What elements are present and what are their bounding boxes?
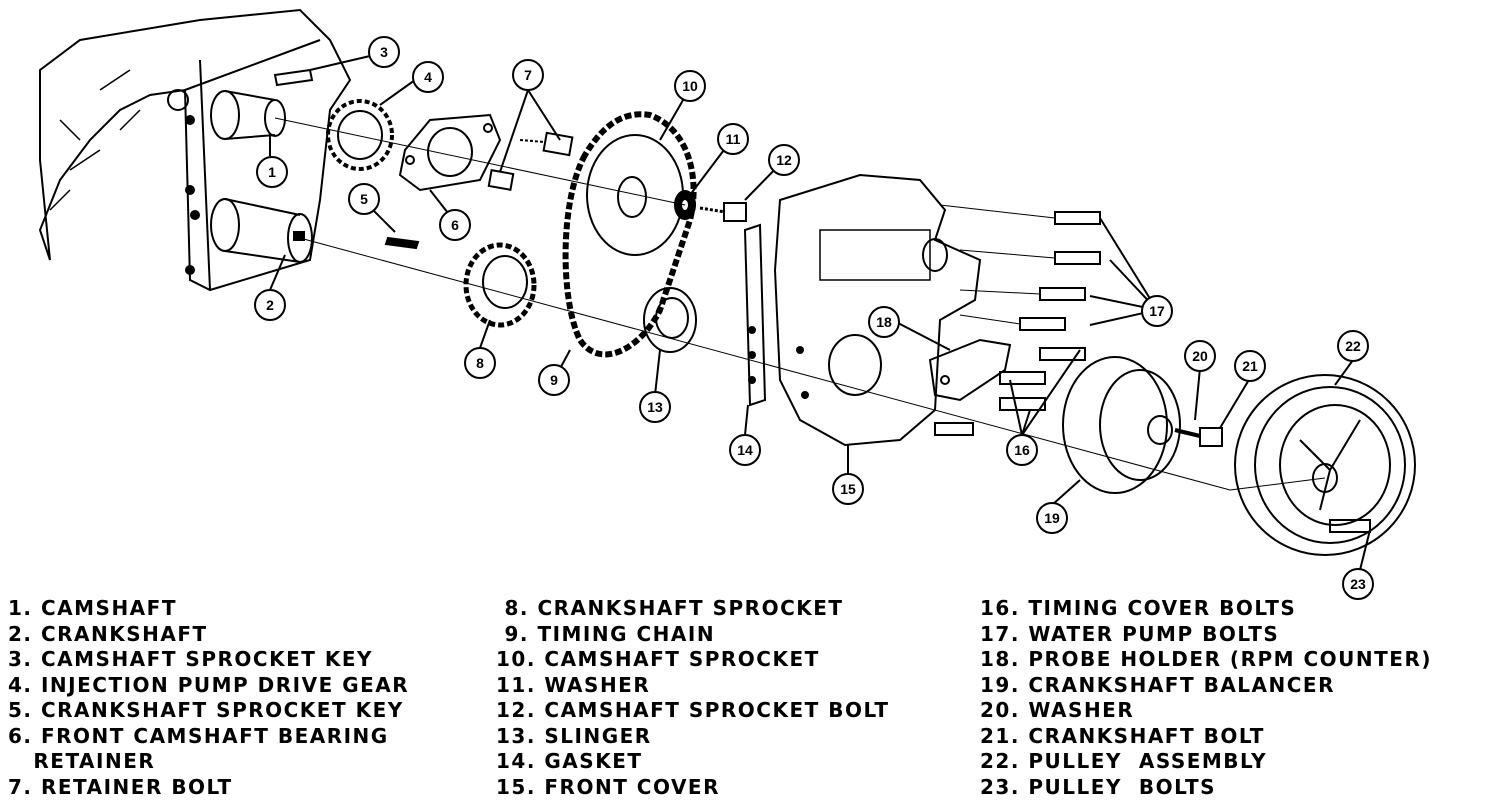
gasket [743,223,767,407]
legend-item-16: 16. TIMING COVER BOLTS [980,596,1297,620]
legend-item-13: 13. SLINGER [496,723,652,748]
callout-6: 6 [439,209,471,241]
svg-text:1: 1 [268,164,276,180]
exploded-view-diagram: 1 2 3 4 5 6 7 8 9 10 11 12 13 14 15 16 1… [38,8,1416,600]
callout-1: 1 [256,156,288,188]
legend-column-3: 16. TIMING COVER BOLTS 17. WATER PUMP BO… [980,596,1432,800]
callout-11: 11 [717,123,749,155]
legend-item-2: 2. CRANKSHAFT [8,621,208,646]
svg-text:9: 9 [550,372,558,388]
camshaft-sprocket-key [273,68,314,87]
svg-text:7: 7 [524,67,532,83]
leader-lines [269,55,1371,571]
callout-10: 10 [674,70,706,102]
callout-17: 17 [1141,295,1173,327]
legend-item-19: 19. CRANKSHAFT BALANCER [980,672,1335,697]
legend-item-17: 17. WATER PUMP BOLTS [980,621,1280,646]
callout-5: 5 [348,183,380,215]
legend-item-21: 21. CRANKSHAFT BOLT [980,723,1265,748]
callout-15: 15 [832,473,864,505]
svg-text:18: 18 [876,314,892,330]
probe-holder [928,338,1012,402]
crankshaft-sprocket [463,242,537,328]
legend-column-2: 8. CRANKSHAFT SPROCKET 9. TIMING CHAIN 1… [496,596,890,800]
bearing-retainer [398,113,502,192]
svg-text:17: 17 [1149,303,1165,319]
legend-item-4: 4. INJECTION PUMP DRIVE GEAR [8,672,410,697]
svg-text:12: 12 [776,152,792,168]
pulley-assembly [1234,374,1416,556]
slinger [643,287,697,353]
callout-14: 14 [729,434,761,466]
svg-text:8: 8 [476,355,484,371]
camshaft-sprocket [586,134,684,256]
water-pump-bolts [939,204,1101,361]
legend-item-6: 6. FRONT CAMSHAFT BEARING [8,723,389,748]
crankshaft-balancer [1062,356,1181,494]
legend-item-18: 18. PROBE HOLDER (RPM COUNTER) [980,647,1433,671]
svg-text:15: 15 [840,481,856,497]
legend-item-1: 1. CAMSHAFT [8,596,177,620]
legend-item-22: 22. PULLEY ASSEMBLY [980,749,1268,773]
crankshaft [210,198,313,263]
crankshaft-sprocket-key [384,236,420,250]
svg-text:5: 5 [360,191,368,207]
svg-text:4: 4 [424,69,432,85]
legend-item-12: 12. CAMSHAFT SPROCKET BOLT [496,698,890,722]
alignment-lines [274,117,1326,491]
legend-item-11: 11. WASHER [496,672,651,697]
front-cover [773,173,982,447]
legend-item-23: 23. PULLEY BOLTS [980,774,1217,799]
svg-text:19: 19 [1044,510,1060,526]
legend-item-3: 3. CAMSHAFT SPROCKET KEY [8,647,373,671]
callout-7: 7 [512,59,544,91]
svg-text:21: 21 [1242,358,1258,374]
legend-item-20: 20. WASHER [980,698,1135,722]
legend-item-10: 10. CAMSHAFT SPROCKET [496,647,820,671]
svg-text:11: 11 [726,131,741,147]
legend-item-5: 5. CRANKSHAFT SPROCKET KEY [8,698,404,722]
legend-item-6-cont: RETAINER [8,749,156,773]
callout-markers: 1 2 3 4 5 6 7 8 9 10 11 12 13 14 15 16 1… [254,36,1374,600]
callout-2: 2 [254,289,286,321]
callout-18: 18 [868,306,900,338]
callout-12: 12 [768,144,800,176]
callout-3: 3 [368,36,400,68]
timing-chain [562,111,697,358]
callout-19: 19 [1036,502,1068,534]
svg-text:6: 6 [451,217,459,233]
callout-20: 20 [1184,340,1216,372]
retainer-bolts [487,131,574,191]
camshaft [210,90,286,140]
callout-23: 23 [1342,568,1374,600]
callout-9: 9 [538,364,570,396]
svg-text:2: 2 [266,297,274,313]
svg-text:16: 16 [1014,442,1030,458]
callout-4: 4 [412,61,444,93]
legend-item-8: 8. CRANKSHAFT SPROCKET [496,596,844,620]
svg-text:14: 14 [737,442,753,458]
legend-item-9: 9. TIMING CHAIN [496,621,716,646]
svg-text:10: 10 [682,78,698,94]
svg-text:22: 22 [1345,338,1361,354]
svg-text:3: 3 [380,44,388,60]
camshaft-sprocket-bolt [699,202,747,222]
legend-column-1: 1. CAMSHAFT 2. CRANKSHAFT 3. CAMSHAFT SP… [8,596,409,800]
svg-text:23: 23 [1350,576,1366,592]
injection-pump-drive-gear [326,99,394,171]
svg-text:20: 20 [1192,348,1208,364]
callout-22: 22 [1337,330,1369,362]
callout-21: 21 [1234,350,1266,382]
engine-block [38,8,352,292]
legend-item-14: 14. GASKET [496,749,643,773]
callout-13: 13 [639,391,671,423]
callout-16: 16 [1006,434,1038,466]
pulley-bolts [1329,519,1371,533]
crankshaft-washer-and-bolt [1174,427,1223,447]
svg-text:13: 13 [647,399,663,415]
callout-8: 8 [464,347,496,379]
legend-item-7: 7. RETAINER BOLT [8,774,233,799]
legend-item-15: 15. FRONT COVER [496,774,720,799]
timing-cover-bolts [934,371,1046,436]
